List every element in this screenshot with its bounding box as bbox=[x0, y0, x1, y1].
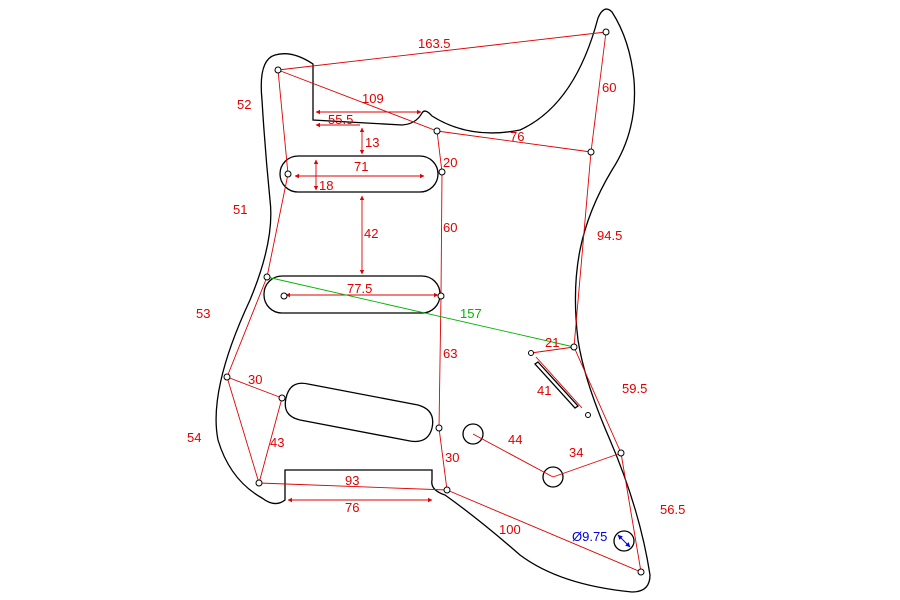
dim-42: 42 bbox=[364, 226, 378, 241]
dim-44: 44 bbox=[508, 432, 522, 447]
volume-pot-hole bbox=[462, 423, 484, 445]
bridge-pickup-cutout bbox=[284, 382, 434, 443]
jack-hole bbox=[613, 530, 635, 552]
dim-55-5: 55.5 bbox=[328, 112, 353, 127]
dim-52: 52 bbox=[237, 97, 251, 112]
dim-30-bridge: 30 bbox=[248, 372, 262, 387]
dim-20: 20 bbox=[443, 155, 457, 170]
dim-71: 71 bbox=[354, 159, 368, 174]
dim-18: 18 bbox=[319, 178, 333, 193]
dim-100: 100 bbox=[499, 522, 521, 537]
dim-63: 63 bbox=[443, 346, 457, 361]
dim-94-5: 94.5 bbox=[597, 228, 622, 243]
dim-77-5: 77.5 bbox=[347, 281, 372, 296]
dim-43: 43 bbox=[270, 435, 284, 450]
dim-30-bottom: 30 bbox=[445, 450, 459, 465]
dim-34: 34 bbox=[569, 445, 583, 460]
diagonal-157-line bbox=[266, 276, 575, 348]
neck-pickup-cutout bbox=[279, 155, 439, 193]
dim-60-middle: 60 bbox=[443, 220, 457, 235]
dim-76-bottom: 76 bbox=[345, 500, 359, 515]
dimension-lines bbox=[226, 31, 642, 573]
jack-diameter-arrow bbox=[617, 534, 631, 548]
dim-21: 21 bbox=[545, 335, 559, 350]
dim-60-upper: 60 bbox=[602, 80, 616, 95]
selector-slot bbox=[534, 361, 579, 409]
dim-56-5: 56.5 bbox=[660, 502, 685, 517]
dim-53: 53 bbox=[196, 306, 210, 321]
dim-109: 109 bbox=[362, 91, 384, 106]
dim-41: 41 bbox=[537, 383, 551, 398]
screw-holes bbox=[223, 28, 645, 576]
dim-54: 54 bbox=[187, 430, 201, 445]
dim-93: 93 bbox=[345, 473, 359, 488]
dim-13: 13 bbox=[365, 135, 379, 150]
dimension-labels: 163.5 60 52 109 55.5 13 76 71 20 18 51 4… bbox=[187, 36, 685, 544]
tone-pot-hole bbox=[542, 466, 564, 488]
dim-163-5: 163.5 bbox=[418, 36, 451, 51]
dim-jack-diameter: Ø9.75 bbox=[572, 529, 607, 544]
dim-157: 157 bbox=[460, 306, 482, 321]
dim-59-5: 59.5 bbox=[622, 381, 647, 396]
dim-51: 51 bbox=[233, 202, 247, 217]
pickguard-outline bbox=[215, 8, 651, 593]
dim-76-upper: 76 bbox=[510, 129, 524, 144]
